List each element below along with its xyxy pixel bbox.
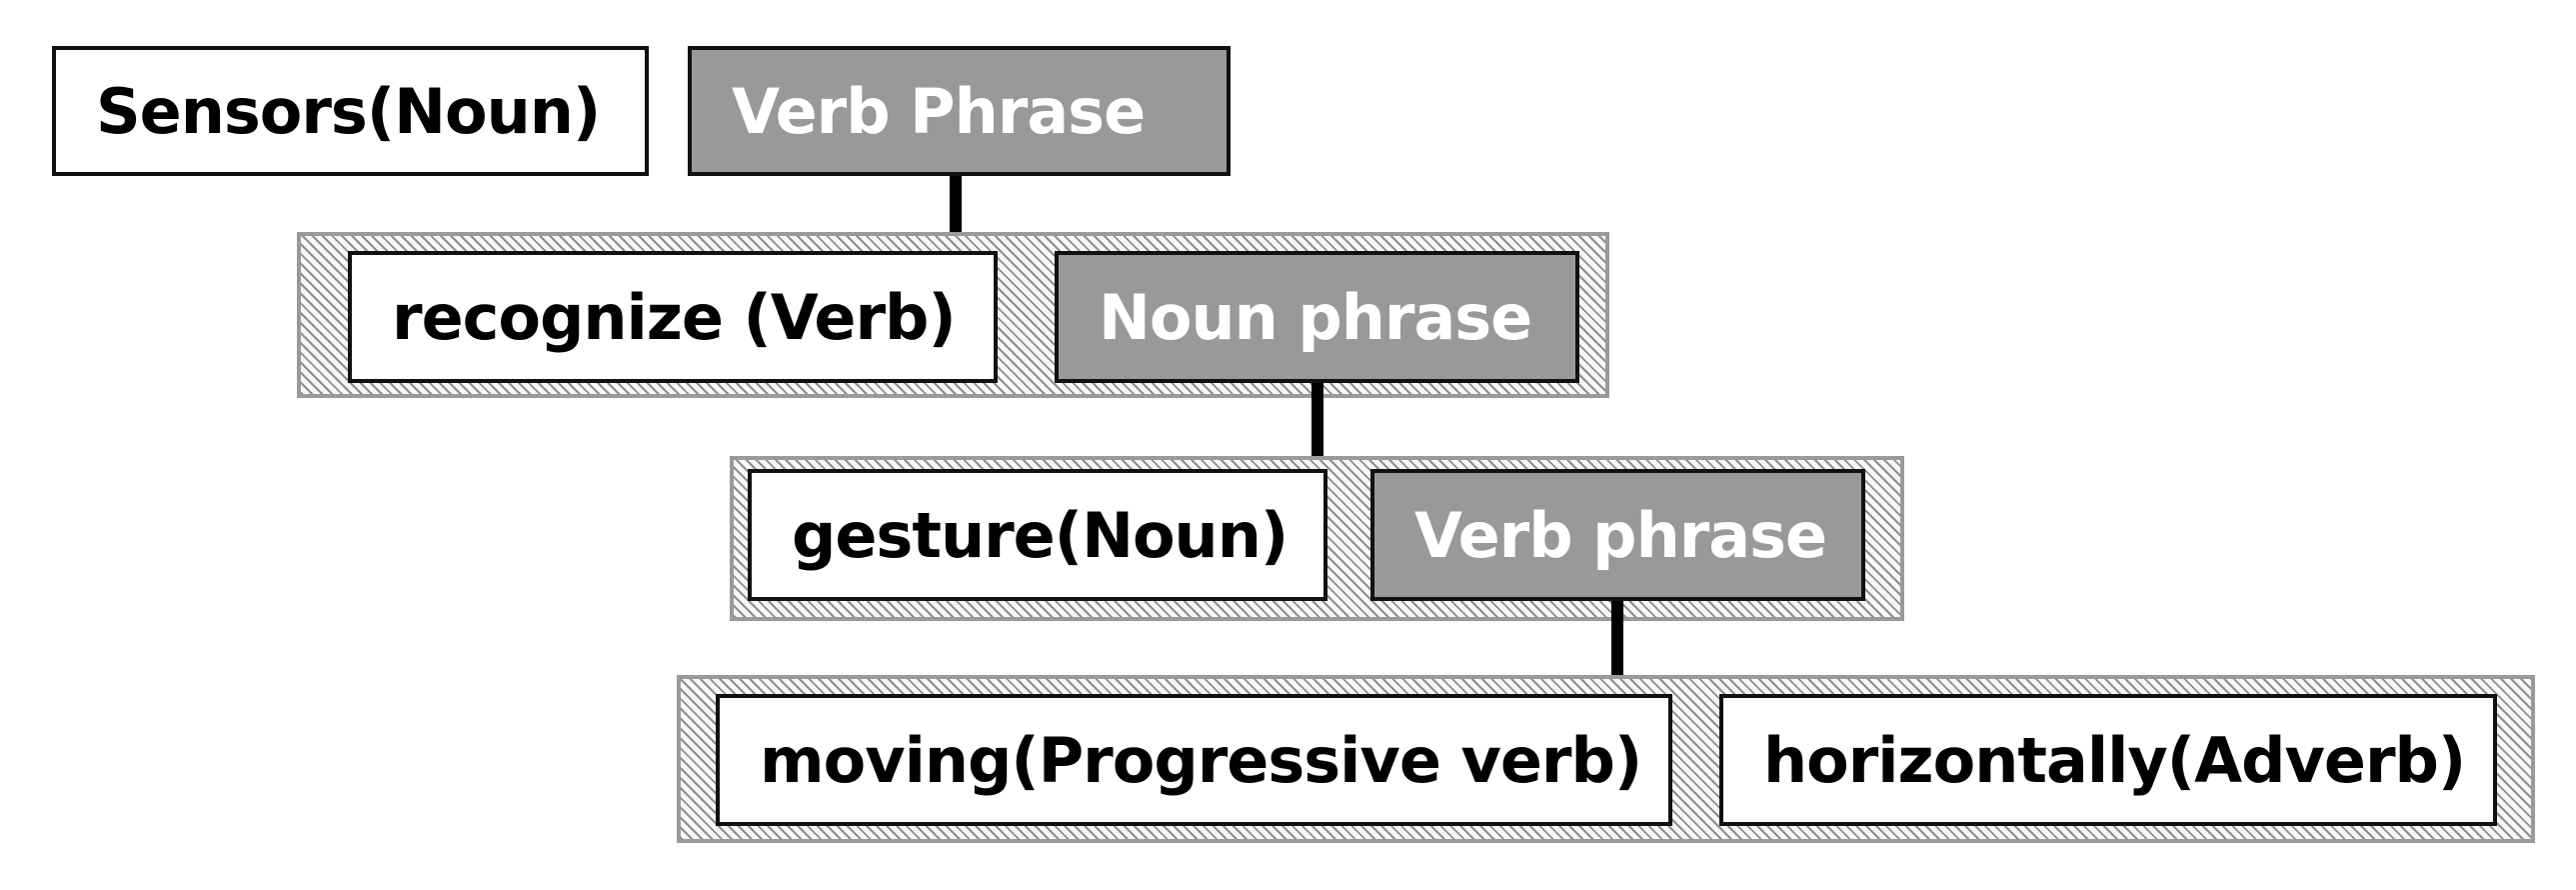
recognize-verb-box: recognize (Verb) — [348, 251, 998, 383]
connector-1 — [950, 176, 962, 234]
moving-verb-box: moving(Progressive verb) — [716, 694, 1672, 826]
verb-phrase-box-2: Verb phrase — [1370, 469, 1865, 601]
sensors-noun-box: Sensors(Noun) — [52, 46, 649, 176]
connector-3 — [1611, 601, 1623, 677]
moving-verb-label: moving(Progressive verb) — [760, 723, 1642, 797]
noun-phrase-box: Noun phrase — [1055, 251, 1579, 383]
recognize-verb-label: recognize (Verb) — [392, 280, 957, 354]
verb-phrase-box-1: Verb Phrase — [688, 46, 1231, 176]
noun-phrase-label: Noun phrase — [1099, 280, 1532, 354]
connector-2 — [1311, 383, 1323, 458]
horizontally-adverb-label: horizontally(Adverb) — [1763, 723, 2466, 797]
verb-phrase-label-2: Verb phrase — [1414, 498, 1827, 572]
sensors-noun-label: Sensors(Noun) — [96, 74, 601, 148]
gesture-noun-box: gesture(Noun) — [748, 469, 1327, 601]
gesture-noun-label: gesture(Noun) — [792, 498, 1288, 572]
verb-phrase-label-1: Verb Phrase — [732, 74, 1146, 148]
horizontally-adverb-box: horizontally(Adverb) — [1719, 694, 2497, 826]
